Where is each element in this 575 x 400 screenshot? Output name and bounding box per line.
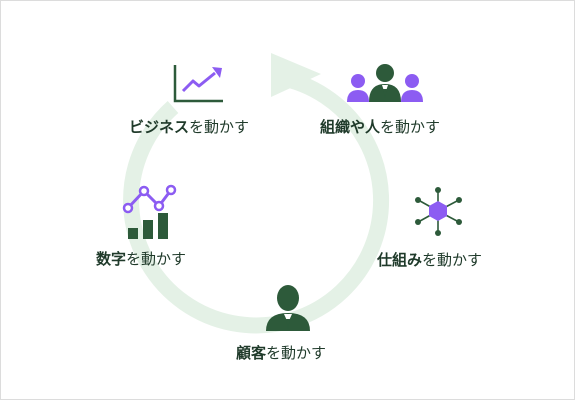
node-label-strong: 顧客 (236, 344, 267, 362)
node-label-numbers: 数字を動かす (96, 249, 186, 269)
customer-person-icon (266, 285, 310, 331)
bar-line-chart-icon (122, 184, 177, 239)
node-label-strong: 組織や人 (320, 118, 381, 136)
node-label-rest: を動かす (126, 250, 187, 268)
node-label-rest: を動かす (422, 251, 483, 269)
node-label-system: 仕組みを動かす (377, 250, 482, 270)
node-label-rest: を動かす (380, 118, 441, 136)
node-label-strong: ビジネス (129, 118, 190, 136)
node-label-customer: 顧客を動かす (236, 343, 326, 363)
node-label-strong: 数字 (96, 250, 127, 268)
node-label-rest: を動かす (266, 344, 327, 362)
network-hub-icon (415, 187, 462, 236)
cycle-ring (123, 69, 390, 334)
node-label-people: 組織や人を動かす (320, 117, 440, 137)
trending-up-chart-icon (173, 65, 223, 103)
cycle-arrowhead (271, 53, 321, 97)
node-label-rest: を動かす (189, 118, 250, 136)
team-people-icon (347, 64, 423, 102)
node-label-business: ビジネスを動かす (129, 117, 249, 137)
node-label-strong: 仕組み (377, 251, 423, 269)
